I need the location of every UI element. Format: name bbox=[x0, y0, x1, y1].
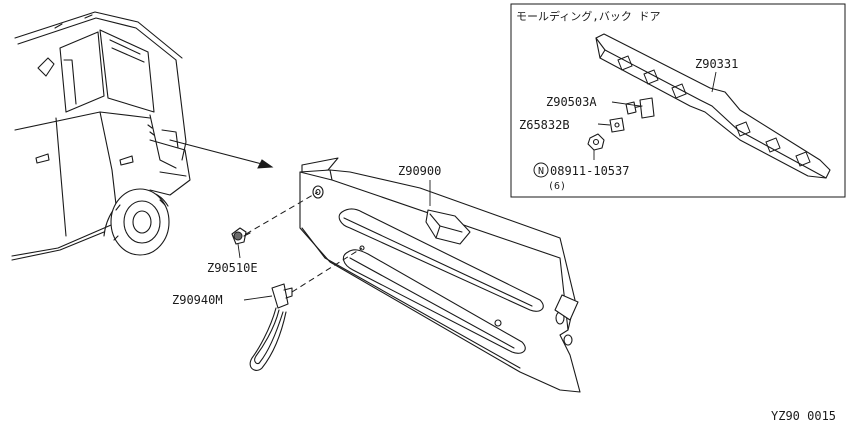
strap-leader bbox=[243, 295, 273, 301]
inset-title: モールディング,バック ドア bbox=[516, 9, 660, 23]
nut-part bbox=[587, 133, 605, 151]
label-z90503a: Z90503A bbox=[546, 95, 597, 109]
vehicle-illustration bbox=[11, 11, 191, 261]
location-arrow bbox=[169, 139, 274, 169]
figure-code: YZ90 0015 bbox=[771, 409, 836, 423]
molding-leader bbox=[711, 71, 717, 93]
label-z90510e: Z90510E bbox=[207, 261, 258, 275]
washer-leader bbox=[597, 123, 611, 126]
label-nut-qty: (6) bbox=[548, 181, 566, 192]
clip-guide-line bbox=[245, 191, 319, 235]
label-z90900: Z90900 bbox=[398, 164, 441, 178]
washer-part bbox=[609, 117, 625, 133]
inset-molding-detail: モールディング,バック ドア Z90503A bbox=[510, 3, 846, 198]
nut-symbol: N bbox=[538, 166, 544, 177]
back-door-trim bbox=[299, 157, 581, 393]
clip-leader bbox=[237, 243, 241, 259]
bracket-leader bbox=[611, 101, 641, 107]
label-z90940m: Z90940M bbox=[172, 293, 223, 307]
clip-part bbox=[231, 227, 251, 245]
nut-symbol-circle bbox=[533, 162, 549, 178]
label-z65832b: Z65832B bbox=[519, 118, 570, 132]
strap-guide-line bbox=[291, 247, 363, 293]
label-08911-10537: 08911-10537 bbox=[550, 164, 629, 178]
label-z90331: Z90331 bbox=[695, 57, 738, 71]
pull-strap-part bbox=[249, 283, 293, 371]
